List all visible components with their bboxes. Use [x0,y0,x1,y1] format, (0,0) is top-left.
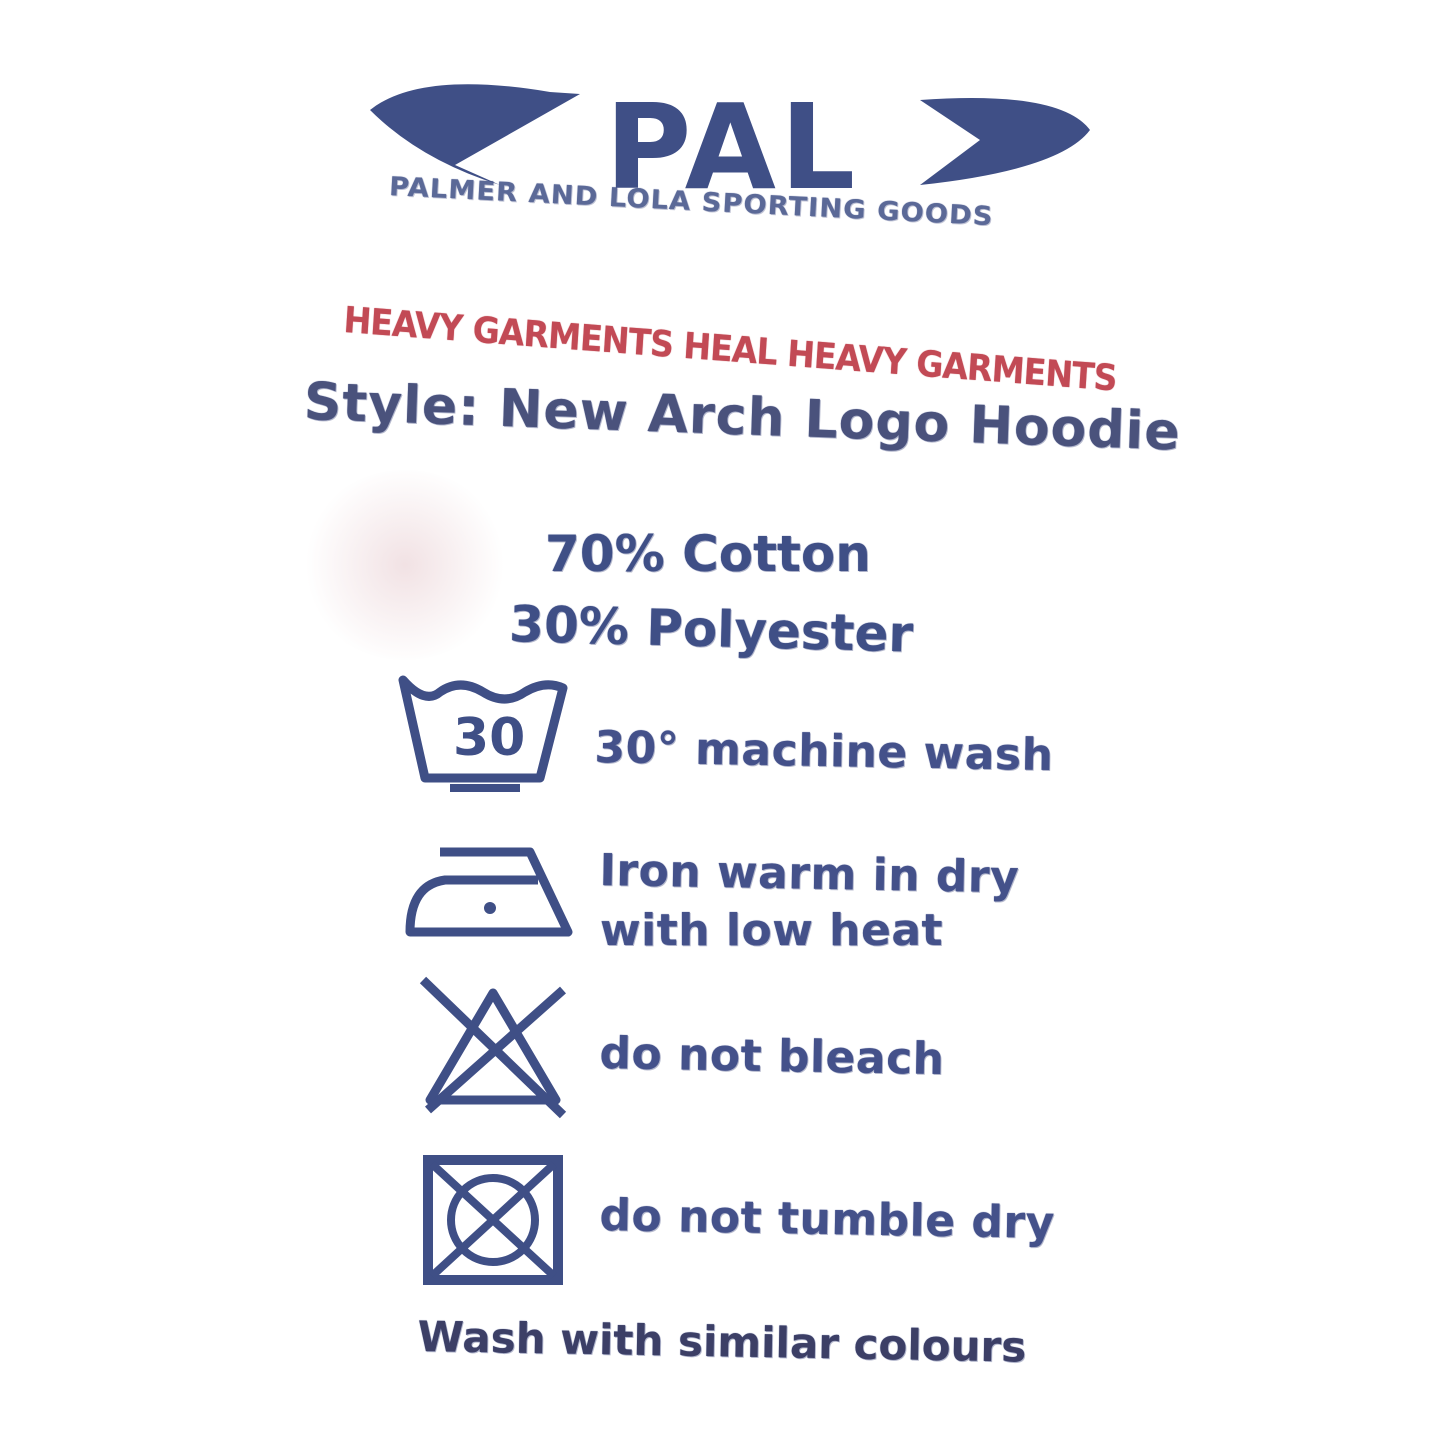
iron-instruction-line-2: with low heat [600,905,944,956]
composition-cotton: 70% Cotton [545,525,871,583]
iron-instruction-line-1: Iron warm in dry [599,845,1020,904]
no-bleach-icon [419,976,567,1119]
logo-text: PAL [605,78,859,200]
tumble-dry-instruction: do not tumble dry [599,1190,1056,1249]
iron-icon [405,847,573,937]
fabric-texture-patch [300,470,510,660]
bleach-instruction: do not bleach [599,1028,945,1086]
pal-logo: PAL [370,78,1090,200]
wash-temp-number: 30 [453,708,525,768]
composition-polyester: 30% Polyester [508,595,914,664]
footer-instruction: Wash with similar colours [417,1312,1027,1372]
wash-tub-icon: 30 [398,675,568,792]
no-tumble-dry-icon [423,1155,563,1285]
wash-instruction: 30° machine wash [594,722,1054,782]
